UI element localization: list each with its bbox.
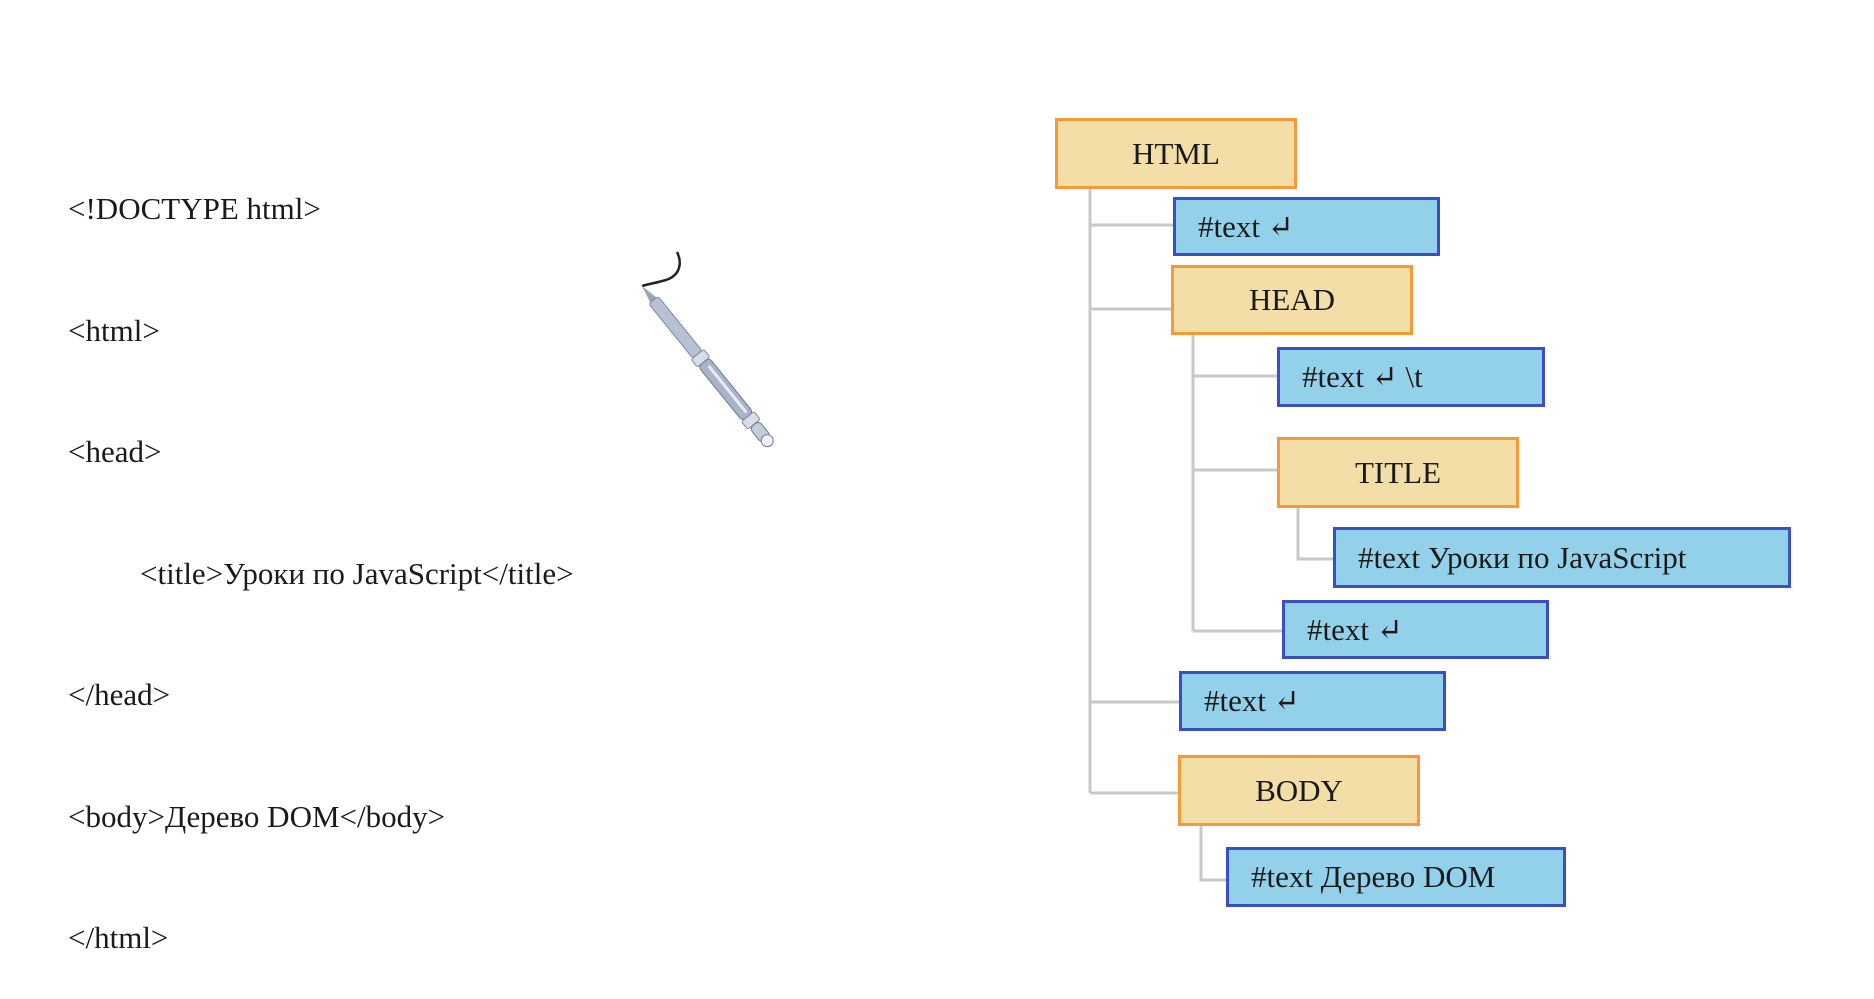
tree-node-title-text: #text Уроки по JavaScript [1333, 527, 1791, 588]
tree-node-label: #text ↵ [1307, 611, 1403, 647]
tree-node-head-text-1: #text ↵ \t [1277, 347, 1545, 407]
tree-node-head-text-2: #text ↵ [1282, 600, 1549, 659]
tree-node-label: #text Дерево DOM [1251, 859, 1496, 894]
tree-connectors [1088, 189, 1335, 882]
tree-node-head: HEAD [1171, 265, 1413, 335]
tree-node-body-text: #text Дерево DOM [1226, 847, 1566, 907]
tree-node-title: TITLE [1277, 437, 1519, 508]
tree-node-label: #text ↵ [1204, 683, 1300, 718]
tree-node-label: #text ↵ [1198, 208, 1294, 244]
tree-node-label: TITLE [1354, 454, 1442, 490]
code-line-html-open: <html> [68, 312, 160, 348]
tree-node-label: BODY [1255, 772, 1343, 808]
tree-node-html: HTML [1055, 118, 1297, 189]
code-line-head-close: </head> [68, 677, 171, 712]
code-line-doctype: <!DOCTYPE html> [68, 191, 321, 226]
tree-node-label: #text Уроки по JavaScript [1358, 539, 1687, 575]
tree-node-label: HTML [1132, 135, 1220, 171]
code-line-title: <title>Уроки по JavaScript</title> [140, 555, 574, 591]
tree-node-html-text-2: #text ↵ [1179, 671, 1446, 731]
tree-node-html-text-1: #text ↵ [1173, 197, 1440, 256]
code-line-body: <body>Дерево DOM</body> [68, 798, 446, 834]
html-source-listing: <!DOCTYPE html> <html> <head> <title>Уро… [68, 108, 574, 999]
tree-node-label: #text ↵ \t [1302, 359, 1423, 394]
tree-node-label: HEAD [1248, 282, 1336, 317]
code-line-head-open: <head> [68, 434, 162, 469]
tree-node-body: BODY [1178, 755, 1420, 826]
